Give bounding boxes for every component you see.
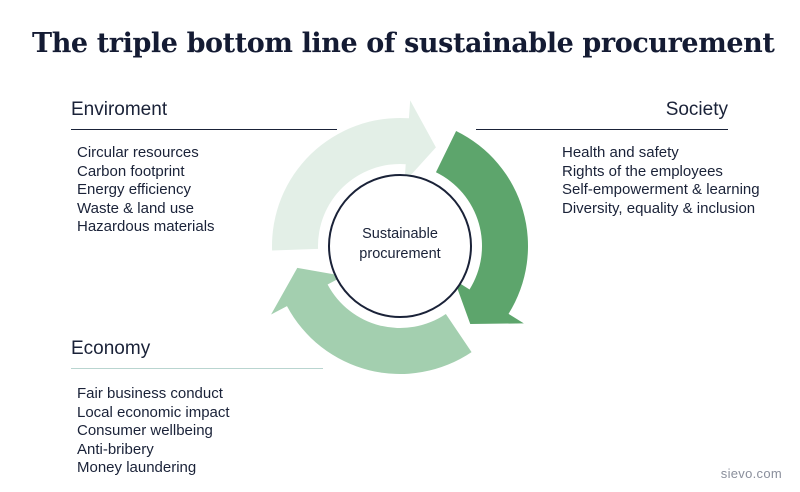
environment-item: Carbon footprint (77, 162, 185, 180)
environment-divider (71, 129, 337, 130)
society-list: Health and safety Rights of the employee… (562, 144, 760, 218)
environment-item: Energy efficiency (77, 181, 191, 198)
environment-item: Circular resources (77, 144, 199, 161)
economy-arrow (271, 267, 472, 374)
society-divider (476, 129, 728, 130)
society-section: Society Health and safety Rights of the … (476, 99, 760, 218)
page-title: The triple bottom line of sustainable pr… (32, 28, 775, 59)
society-item: Self-empowerment & learning (562, 181, 760, 198)
economy-item: Local economic impact (77, 403, 230, 421)
economy-title: Economy (71, 338, 151, 359)
environment-title: Enviroment (71, 99, 168, 120)
environment-section: Enviroment Circular resources Carbon foo… (71, 99, 337, 237)
society-arrow (435, 130, 528, 325)
economy-item: Money laundering (77, 459, 197, 476)
society-title: Society (665, 99, 728, 120)
economy-section: Economy Fair business conduct Local econ… (71, 338, 323, 478)
economy-divider (71, 368, 323, 369)
environment-item: Waste & land use (77, 199, 195, 217)
center-label: Sustainable procurement (340, 224, 460, 264)
economy-item: Fair business conduct (77, 385, 223, 402)
center-label-line2: procurement (359, 246, 441, 262)
center-label-line1: Sustainable (362, 226, 438, 242)
economy-item: Anti-bribery (77, 440, 154, 458)
cycle-diagram (271, 100, 528, 374)
environment-item: Hazardous materials (77, 218, 215, 235)
society-item: Health and safety (562, 144, 679, 161)
economy-list: Fair business conduct Local economic imp… (77, 385, 323, 478)
environment-list: Circular resources Carbon footprint Ener… (77, 144, 337, 237)
economy-item: Consumer wellbeing (77, 422, 213, 439)
society-item: Rights of the employees (562, 162, 723, 180)
environment-arrow (272, 100, 436, 251)
society-item: Diversity, equality & inclusion (562, 199, 756, 217)
watermark: sievo.com (720, 466, 782, 481)
center-circle (328, 174, 472, 318)
